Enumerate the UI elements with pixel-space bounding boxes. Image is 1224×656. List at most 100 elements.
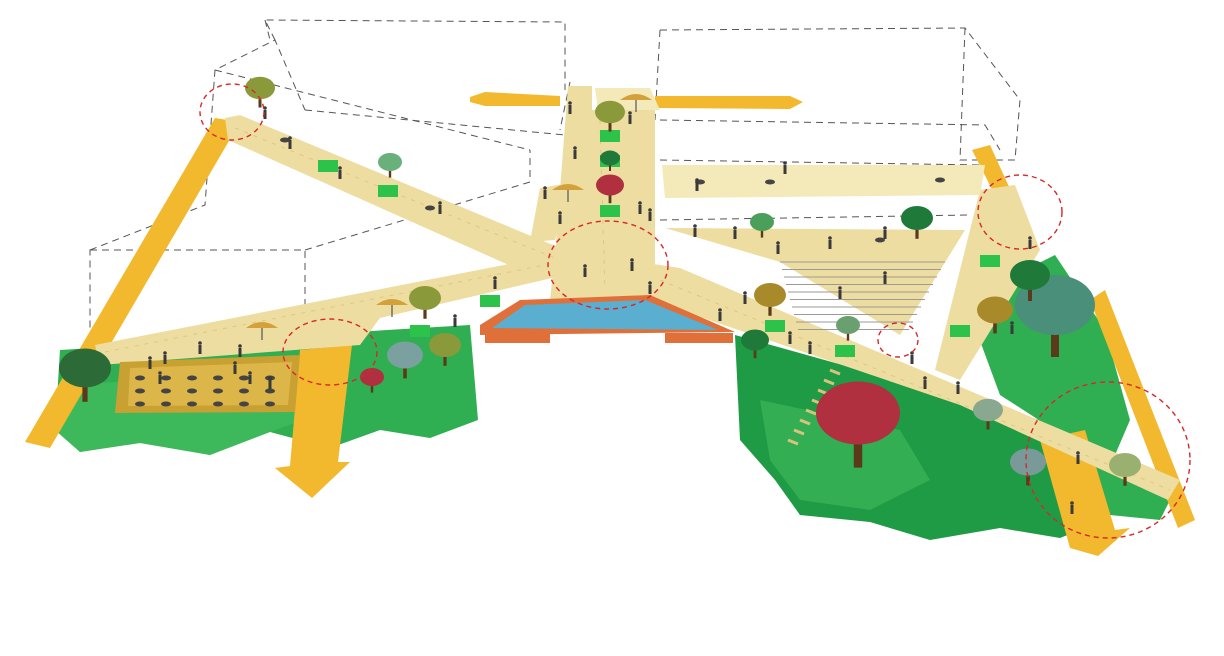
pedestrian-head-34	[923, 376, 927, 380]
building-edge-12	[659, 159, 981, 166]
cafe-umbrella-icon-0	[246, 322, 278, 328]
building-edge-13	[559, 81, 571, 131]
pedestrian-head-42	[543, 186, 547, 190]
reflecting-pool	[480, 295, 735, 343]
building-edge-3	[264, 19, 271, 41]
pedestrian-figure-icon-8	[648, 212, 652, 221]
cafe-table-icon-b1	[765, 179, 775, 185]
pedestrian-head-17	[268, 376, 272, 380]
pedestrian-figure-icon-42	[543, 190, 547, 199]
deck-path-line-3	[659, 279, 1171, 491]
pedestrian-figure-icon-7	[638, 205, 642, 214]
circulation-arrows	[25, 92, 1195, 556]
cafe-table-icon-r1c1	[161, 388, 171, 394]
bench-planter-8	[765, 320, 785, 332]
plaza-dining-left-inner	[128, 362, 292, 406]
side-stair-5	[799, 418, 811, 426]
round-canopy-tree-icon-19	[1010, 448, 1046, 476]
focus-circle-3	[977, 174, 1063, 250]
arrow-down-right	[1040, 430, 1130, 556]
cafe-table-icon-b3	[935, 177, 945, 183]
pedestrian-figure-icon-43	[558, 215, 562, 224]
pedestrian-head-41	[743, 291, 747, 295]
pedestrian-head-37	[1076, 451, 1080, 455]
building-edge-4	[304, 150, 531, 251]
pedestrian-head-3	[438, 201, 442, 205]
pool-front-edge-right	[665, 333, 733, 343]
cafe-table-icon-b4	[425, 205, 435, 211]
round-canopy-tree-icon-3	[387, 341, 423, 369]
pedestrians	[148, 101, 1080, 514]
round-canopy-tree-icon-1	[59, 348, 111, 388]
cafe-table-icon-r1c4	[239, 388, 249, 394]
building-edge-10	[659, 119, 1001, 151]
bench-planter-4	[378, 185, 398, 197]
building-edge-9	[959, 27, 1015, 161]
deck-path-line-4	[599, 119, 606, 291]
pedestrian-figure-icon-15	[248, 375, 252, 384]
deck-left-wing	[95, 255, 565, 365]
pedestrian-head-23	[733, 226, 737, 230]
bench-planter-0	[600, 130, 620, 142]
side-stair-4	[805, 408, 817, 416]
side-stair-7	[787, 438, 799, 446]
pedestrian-head-27	[838, 286, 842, 290]
pedestrian-figure-icon-24	[828, 240, 832, 249]
deck-upper-terrace	[662, 165, 985, 198]
cafe-table-icon-r0c3	[213, 375, 223, 381]
side-stair-6	[793, 428, 805, 436]
pedestrian-head-14	[238, 344, 242, 348]
pool-water	[492, 300, 718, 330]
cafe-table-icon-r2c3	[213, 401, 223, 407]
pedestrian-figure-icon-18	[148, 360, 152, 369]
round-canopy-tree-icon-0	[245, 76, 275, 100]
cafe-umbrella-icon-2	[552, 184, 584, 190]
pedestrian-head-43	[558, 211, 562, 215]
focus-circle-5	[1025, 381, 1191, 539]
pedestrian-figure-icon-9	[583, 268, 587, 277]
pedestrian-head-25	[883, 226, 887, 230]
round-canopy-tree-icon-6	[600, 150, 620, 166]
pedestrian-head-12	[493, 276, 497, 280]
pedestrian-figure-icon-19	[163, 355, 167, 364]
pedestrian-figure-icon-3	[438, 205, 442, 214]
pedestrian-head-15	[248, 371, 252, 375]
site-furniture	[135, 94, 1000, 407]
pedestrian-head-32	[808, 341, 812, 345]
pedestrian-head-16	[233, 361, 237, 365]
pedestrian-figure-icon-17	[268, 380, 272, 389]
pedestrian-head-10	[630, 258, 634, 262]
pedestrian-head-22	[693, 224, 697, 228]
pedestrian-figure-icon-10	[630, 262, 634, 271]
pedestrian-head-38	[1070, 501, 1074, 505]
cafe-table-icon-r2c4	[239, 401, 249, 407]
pedestrian-figure-icon-34	[923, 380, 927, 389]
round-canopy-tree-icon-11	[754, 283, 786, 307]
pedestrian-figure-icon-37	[1076, 455, 1080, 464]
lawn-corner	[1080, 455, 1175, 520]
pedestrian-figure-icon-33	[910, 355, 914, 364]
pedestrian-figure-icon-1	[288, 140, 292, 149]
cafe-table-icon-r0c0	[135, 375, 145, 381]
pedestrian-figure-icon-16	[233, 365, 237, 374]
focus-circles	[199, 83, 1191, 539]
round-canopy-tree-icon-17	[1010, 260, 1050, 290]
pedestrian-figure-icon-21	[198, 345, 202, 354]
round-canopy-tree-icon-7	[596, 174, 624, 196]
pedestrian-head-20	[158, 371, 162, 375]
pedestrian-figure-icon-14	[238, 348, 242, 357]
pedestrian-figure-icon-25	[883, 230, 887, 239]
pedestrian-figure-icon-4	[573, 150, 577, 159]
pedestrian-head-24	[828, 236, 832, 240]
pedestrian-figure-icon-26	[883, 275, 887, 284]
round-canopy-tree-icon-16	[1015, 275, 1095, 335]
trees	[59, 76, 1141, 486]
round-canopy-tree-icon-15	[977, 296, 1013, 324]
pedestrian-figure-icon-6	[628, 115, 632, 124]
pedestrian-figure-icon-38	[1070, 505, 1074, 514]
pedestrian-head-40	[718, 308, 722, 312]
pedestrian-head-5	[568, 101, 572, 105]
pool-front-edge-left	[485, 333, 550, 343]
pedestrian-figure-icon-20	[158, 375, 162, 384]
